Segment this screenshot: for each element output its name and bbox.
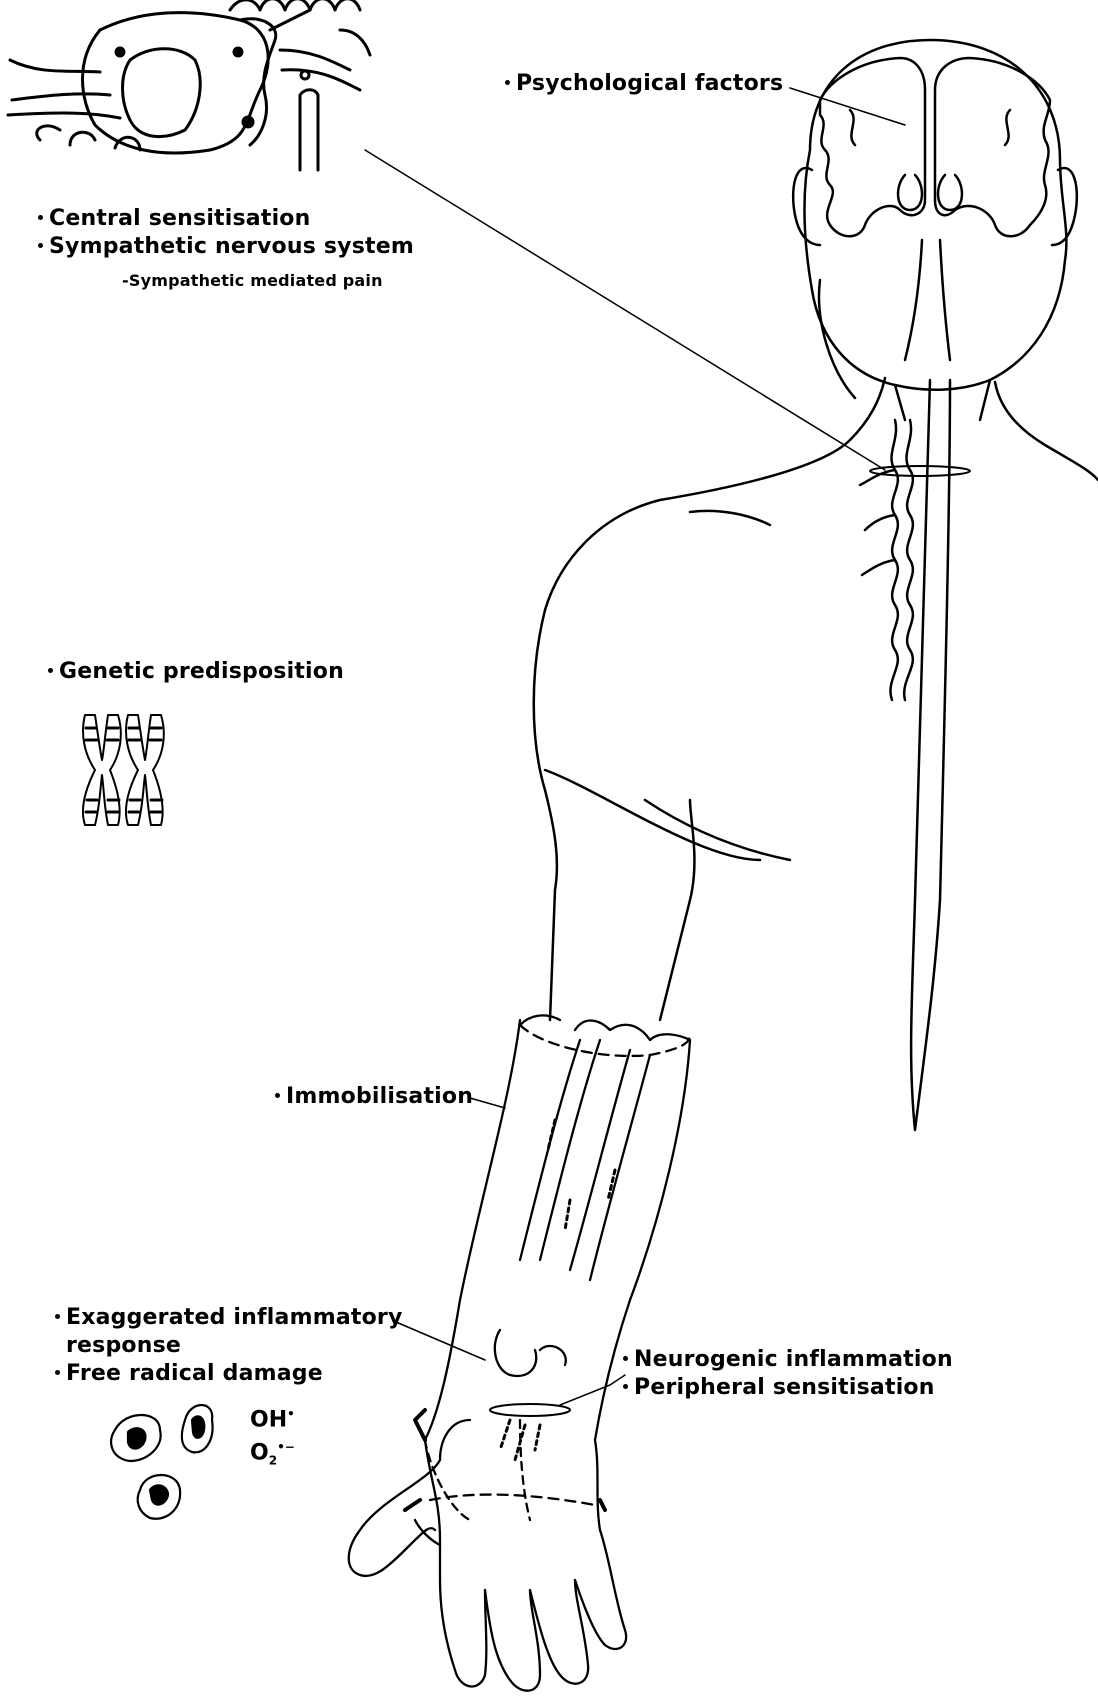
bullet-dot xyxy=(38,243,43,248)
neurogenic-inflammation-text: Neurogenic inflammation xyxy=(634,1347,953,1372)
label-leader-lines xyxy=(396,88,905,1360)
label-response: response xyxy=(66,1332,181,1360)
response-text: response xyxy=(66,1333,181,1358)
oh-text: OH xyxy=(250,1407,287,1432)
bullet-dot xyxy=(505,80,510,85)
spinal-leader-line xyxy=(365,150,885,470)
chromosome-pair-drawing xyxy=(83,715,164,825)
bullet-dot xyxy=(55,1370,60,1375)
label-psychological-factors: Psychological factors xyxy=(505,70,783,98)
label-peripheral-sensitisation: Peripheral sensitisation xyxy=(623,1374,935,1402)
label-central-sensitisation: Central sensitisation xyxy=(38,205,311,233)
shoulder-torso-outline xyxy=(534,280,1098,1130)
o2-superscript: •− xyxy=(277,1440,295,1454)
label-exaggerated-inflammatory: Exaggerated inflammatory xyxy=(55,1304,403,1332)
bullet-dot xyxy=(275,1093,280,1098)
label-free-radical-damage: Free radical damage xyxy=(55,1360,323,1388)
exaggerated-inflammatory-text: Exaggerated inflammatory xyxy=(66,1305,403,1330)
label-immobilisation: Immobilisation xyxy=(275,1083,473,1111)
oh-superscript: • xyxy=(287,1407,295,1421)
bullet-dot xyxy=(623,1356,628,1361)
psychological-factors-text: Psychological factors xyxy=(516,71,783,96)
head-brain-drawing xyxy=(793,40,1077,420)
o-text: O xyxy=(250,1440,269,1465)
hydroxyl-radical-label: OH• xyxy=(250,1407,295,1432)
sympathetic-nervous-system-text: Sympathetic nervous system xyxy=(49,234,414,259)
superoxide-radical-label: O2•− xyxy=(250,1440,295,1468)
label-genetic-predisposition: Genetic predisposition xyxy=(48,658,344,686)
central-sensitisation-text: Central sensitisation xyxy=(49,206,311,231)
bullet-dot xyxy=(38,215,43,220)
bullet-dot xyxy=(623,1384,628,1389)
inflammatory-cells-drawing xyxy=(111,1405,212,1519)
genetic-predisposition-text: Genetic predisposition xyxy=(59,659,344,684)
spinal-cord-section-drawing xyxy=(8,0,370,170)
label-sympathetic-nervous-system: Sympathetic nervous system xyxy=(38,233,414,261)
bullet-dot xyxy=(48,668,53,673)
label-neurogenic-inflammation: Neurogenic inflammation xyxy=(623,1346,953,1374)
free-radical-damage-text: Free radical damage xyxy=(66,1361,323,1386)
bullet-dot xyxy=(55,1314,60,1319)
sympathetic-mediated-pain-text: -Sympathetic mediated pain xyxy=(122,271,383,290)
o2-subscript: 2 xyxy=(269,1454,277,1468)
immobilisation-text: Immobilisation xyxy=(286,1084,473,1109)
label-sympathetic-mediated-pain: -Sympathetic mediated pain xyxy=(122,271,383,291)
peripheral-sensitisation-text: Peripheral sensitisation xyxy=(634,1375,935,1400)
